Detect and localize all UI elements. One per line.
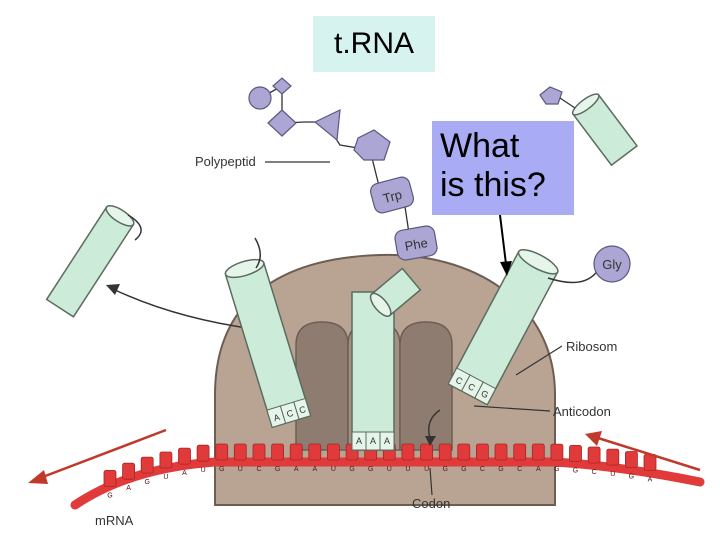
mrna-nucleotide (215, 443, 229, 461)
mrna-nucleotide (420, 443, 434, 461)
mrna-base-label: C (592, 469, 597, 476)
mrna-base-label: U (201, 467, 206, 474)
trna-title-box: t.RNA (313, 16, 435, 72)
phe-label: Phe (404, 235, 429, 254)
mrna-nucleotide (494, 443, 508, 461)
mrna-nucleotide (531, 443, 545, 461)
mrna-nucleotide (308, 443, 322, 461)
ribosome-label: Ribosom (566, 339, 617, 354)
mrna-base-label: G (275, 466, 280, 473)
amino-acid-trp: Trp (369, 176, 415, 214)
mrna-base-label: A (294, 466, 299, 473)
trna-departing (45, 205, 142, 318)
mrna-base-label: U (424, 466, 429, 473)
question-arrow (499, 214, 512, 276)
anticodon-label: Anticodon (553, 404, 611, 419)
trna-left: A C C (224, 237, 312, 429)
mrna-base-label: U (238, 466, 243, 473)
mrna-base-label: U (163, 474, 168, 481)
mrna-nucleotide (233, 443, 247, 461)
mrna-base-label: G (498, 466, 503, 473)
mrna-base-label: U (387, 466, 392, 473)
mrna-base-label: G (442, 466, 447, 473)
polypeptide-chain (248, 77, 411, 241)
mrna-base-label: C (256, 466, 261, 473)
mrna-nucleotide (550, 443, 564, 461)
mrna-strand: G A G U A U G U C G A A U G G U U U G G C G C A G G C U G A (70, 443, 705, 510)
base-label: A (384, 436, 390, 446)
pairing-arrow (425, 409, 441, 446)
mrna-nucleotide (271, 443, 285, 461)
codon-label: Codon (412, 496, 450, 511)
mrna-nucleotide (606, 448, 620, 466)
polypeptide-label: Polypeptid (195, 154, 256, 169)
mrna-nucleotide (289, 443, 303, 461)
mrna-right-arrow (585, 431, 701, 472)
mrna-base-label: G (629, 474, 634, 481)
mrna-nucleotide (513, 443, 527, 461)
base-label: C (298, 404, 308, 416)
mrna-label: mRNA (95, 513, 134, 528)
mrna-base-label: A (126, 485, 131, 492)
question-line-1: What (440, 127, 520, 165)
trna-incoming (539, 86, 639, 167)
mrna-base-label: U (610, 471, 615, 478)
mrna-nucleotide (475, 443, 489, 461)
base-label: A (272, 412, 281, 423)
mrna-base-label: A (312, 466, 317, 473)
mrna-nucleotide (326, 443, 340, 461)
mrna-nucleotide (122, 462, 135, 480)
base-label: C (285, 408, 295, 420)
mrna-nucleotide (140, 456, 154, 474)
trp-label: Trp (381, 187, 403, 206)
mrna-base-label: G (107, 492, 112, 499)
mrna-nucleotide (569, 444, 582, 462)
mrna-base-label: A (182, 470, 187, 477)
amino-acid-phe: Phe (394, 225, 438, 261)
mrna-nucleotide (401, 443, 415, 461)
base-label: A (356, 436, 362, 446)
mrna-base-label: G (349, 466, 354, 473)
mrna-nucleotide (103, 469, 117, 487)
mrna-base-label: G (461, 466, 466, 473)
mrna-nucleotide (587, 446, 601, 464)
base-label: A (370, 436, 376, 446)
mrna-base-label: C (480, 466, 485, 473)
mrna-base-label: C (517, 466, 522, 473)
base-label: C (454, 375, 465, 387)
question-line-2: is this? (440, 166, 546, 204)
mrna-base-label: A (648, 476, 653, 483)
trna-right: C C G (447, 248, 599, 406)
mrna-nucleotide (457, 443, 471, 461)
trna-title: t.RNA (333, 27, 414, 60)
mrna-base-label: G (219, 466, 224, 473)
mrna-nucleotide (159, 451, 173, 469)
gly-label: Gly (602, 257, 622, 272)
mrna-nucleotide (625, 451, 638, 468)
amino-acid-gly: Gly (593, 245, 631, 283)
mrna-base-label: G (368, 466, 373, 473)
mrna-base-label: A (536, 466, 541, 473)
question-box: What is this? (432, 121, 574, 215)
mrna-base-label: G (573, 467, 578, 474)
mrna-base-label: U (405, 466, 410, 473)
mrna-left-arrow (28, 428, 167, 484)
mrna-nucleotide (438, 443, 452, 461)
mrna-base-label: G (144, 479, 149, 486)
mrna-base-label: G (554, 466, 559, 473)
mrna-nucleotide (178, 447, 191, 465)
trna-middle: A A A (351, 267, 422, 451)
base-label: C (466, 381, 477, 393)
mrna-nucleotide (252, 443, 266, 461)
mrna-base-label: U (331, 466, 336, 473)
mrna-nucleotide (196, 444, 210, 462)
base-label: G (479, 388, 490, 400)
